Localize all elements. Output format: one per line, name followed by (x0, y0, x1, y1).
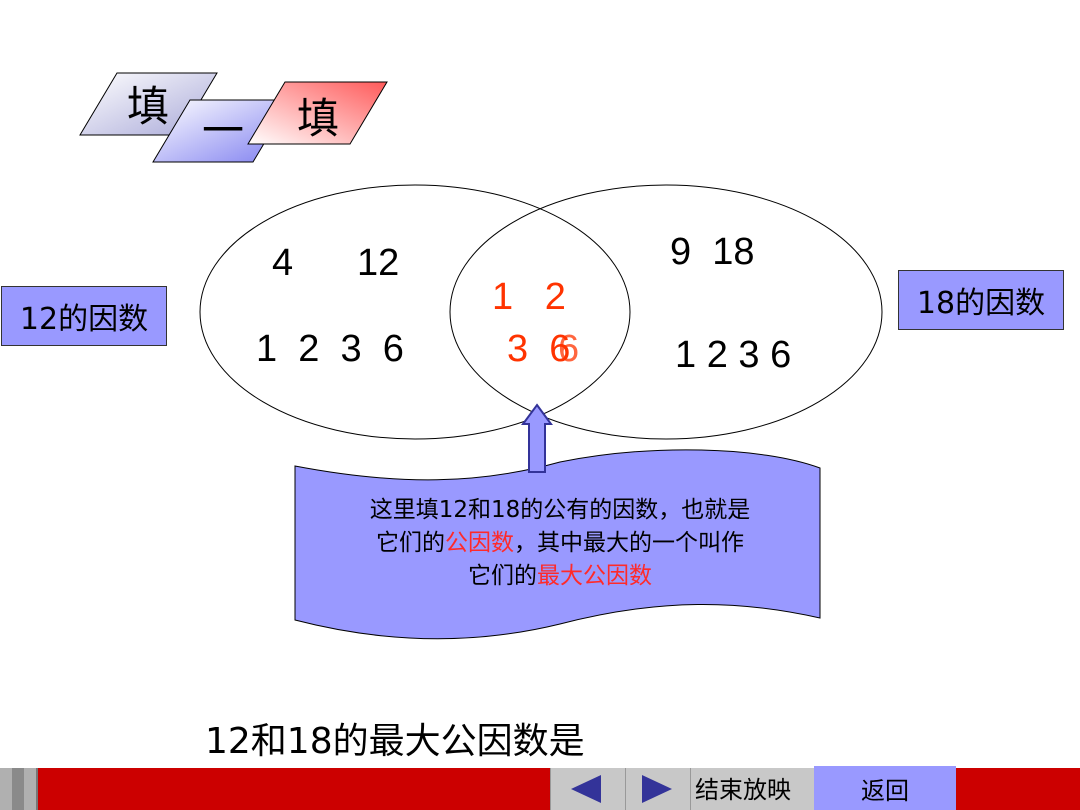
callout-line-1: 这里填12和18的公有的因数，也就是 (369, 497, 751, 523)
triangle-right-icon (642, 775, 672, 803)
callout-text: 这里填12和18的公有的因数，也就是 它们的公因数，其中最大的一个叫作 它们的最… (300, 494, 820, 593)
callout-line-2-b: ，其中最大的一个叫作 (514, 530, 744, 556)
triangle-left-icon (571, 775, 601, 803)
up-arrow (521, 403, 553, 473)
title-char-1: 填 (127, 82, 170, 131)
venn-diagram (199, 184, 883, 640)
common-factor-term: 公因数 (445, 530, 514, 556)
title-shape-3 (247, 81, 388, 145)
question-text: 12和18的最大公因数是 (205, 721, 585, 762)
title-char-3: 填 (297, 94, 340, 143)
right-common-numbers: 1 2 3 6 (675, 334, 792, 376)
callout-line-2-a: 它们的 (376, 530, 445, 556)
middle-bottom-numbers: 3 6 (507, 328, 571, 370)
callout-line-3-a: 它们的 (468, 563, 537, 589)
end-show-button[interactable] (690, 768, 816, 810)
callout-shape (294, 449, 821, 640)
callout-line-3: 它们的最大公因数 (300, 560, 820, 593)
next-slide-button[interactable] (625, 768, 692, 810)
right-top-numbers: 9 18 (670, 231, 755, 273)
left-set-label: 12的因数 (1, 286, 167, 346)
middle-overlap-digit: 6 (558, 328, 580, 370)
left-number-4: 4 (272, 242, 294, 284)
middle-top-numbers: 1 2 (492, 276, 566, 318)
callout-line-2: 它们的公因数，其中最大的一个叫作 (300, 527, 820, 560)
bar-left-block (0, 768, 38, 810)
title-char-2: 一 (202, 106, 245, 155)
right-set-label: 18的因数 (898, 270, 1064, 330)
return-button[interactable]: 返回 (814, 766, 956, 810)
title-shapes (79, 72, 388, 163)
left-number-12: 12 (357, 242, 400, 284)
title-shape-2 (152, 99, 291, 163)
left-ellipse (199, 184, 631, 440)
left-common-numbers: 1 2 3 6 (256, 328, 404, 370)
gcf-term: 最大公因数 (537, 563, 652, 589)
right-ellipse (449, 184, 883, 440)
end-show-label: 结束放映 (695, 776, 791, 804)
prev-slide-button[interactable] (550, 768, 626, 810)
bar-left-stripe (12, 768, 24, 810)
